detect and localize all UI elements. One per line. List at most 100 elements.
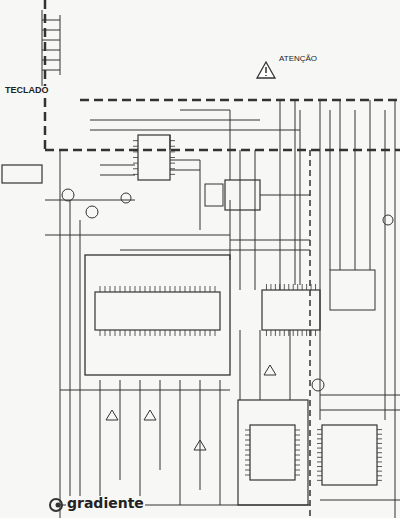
ic-pin (170, 140, 175, 141)
transistor-symbol (121, 193, 131, 203)
ic-pin (275, 330, 276, 336)
ic-pin (133, 168, 138, 169)
ic-pin (245, 470, 250, 471)
wire (45, 110, 400, 505)
ic-pin (110, 330, 111, 336)
ic-pin (279, 284, 280, 290)
ic-pin (302, 284, 303, 290)
ic-pin (245, 440, 250, 441)
ic-chip (262, 290, 320, 330)
transistor-symbol (62, 189, 74, 201)
ic-pin (306, 330, 307, 336)
ic-pin (295, 460, 300, 461)
ic-pin (185, 286, 186, 292)
ic-pin (288, 284, 289, 290)
ic-pin (100, 330, 101, 336)
ic-pin (155, 286, 156, 292)
ic-chip (250, 425, 295, 480)
ic-pin (295, 455, 300, 456)
ic-pin (270, 284, 271, 290)
ic-pin (215, 286, 216, 292)
warning-heading: ATENÇÃO (278, 55, 318, 64)
ic-pin (105, 330, 106, 336)
ic-pin (317, 461, 322, 462)
ic-pin (315, 330, 316, 336)
ic-chip (322, 425, 377, 485)
board-outline (238, 400, 308, 505)
ic-pin (317, 434, 322, 435)
warning-mark (265, 67, 267, 76)
ic-pin (295, 435, 300, 436)
section-label: TECLADO (4, 86, 50, 96)
ic-chip (330, 270, 375, 310)
logo-mark (50, 499, 62, 511)
ic-pin (170, 168, 175, 169)
ic-pin (170, 146, 175, 147)
ic-pin (170, 330, 171, 336)
ic-pin (125, 330, 126, 336)
ic-pin (200, 330, 201, 336)
ic-pin (245, 450, 250, 451)
ic-pin (377, 438, 382, 439)
ic-chip (205, 184, 223, 206)
brand-logo: gradiente (66, 496, 145, 511)
ic-pin (377, 471, 382, 472)
ic-pin (317, 466, 322, 467)
ic-pin (175, 330, 176, 336)
ic-pin (190, 286, 191, 292)
ic-pin (317, 475, 322, 476)
shield-border (80, 99, 400, 102)
board-outline (85, 255, 230, 375)
ic-pin (150, 286, 151, 292)
ic-pin (295, 445, 300, 446)
ic-pin (133, 151, 138, 152)
ic-pin (160, 286, 161, 292)
wire (60, 100, 395, 518)
ic-pin (293, 284, 294, 290)
ic-pin (105, 286, 106, 292)
ic-pin (140, 286, 141, 292)
ic-pin (245, 455, 250, 456)
ic-pin (377, 443, 382, 444)
ic-pin (140, 330, 141, 336)
ic-pin (275, 284, 276, 290)
ic-pin (180, 286, 181, 292)
ic-pin (317, 452, 322, 453)
ic-pin (175, 286, 176, 292)
ic-pin (306, 284, 307, 290)
ic-pin (160, 330, 161, 336)
ic-pin (245, 475, 250, 476)
ic-pin (317, 457, 322, 458)
ic-pin (170, 157, 175, 158)
ic-pin (133, 174, 138, 175)
shield-border (309, 150, 311, 518)
ic-pin (145, 330, 146, 336)
ic-pin (145, 286, 146, 292)
ic-pin (317, 471, 322, 472)
ic-pin (165, 330, 166, 336)
ic-pin (165, 286, 166, 292)
ic-pin (133, 163, 138, 164)
ic-pin (317, 429, 322, 430)
ic-pin (297, 330, 298, 336)
ic-pin (133, 140, 138, 141)
ic-pin (377, 429, 382, 430)
shield-border (45, 0, 400, 150)
ic-pin (295, 430, 300, 431)
ic-pin (210, 286, 211, 292)
ic-pin (377, 448, 382, 449)
ic-chip (138, 135, 170, 180)
ic-pin (200, 286, 201, 292)
ic-pin (317, 448, 322, 449)
ic-pin (377, 466, 382, 467)
ic-pin (180, 330, 181, 336)
ic-pin (110, 286, 111, 292)
ic-pin (190, 330, 191, 336)
ic-pin (311, 330, 312, 336)
ic-pin (270, 330, 271, 336)
ic-pin (185, 330, 186, 336)
ic-chip (95, 292, 220, 330)
ic-pin (135, 286, 136, 292)
warning-triangle (257, 62, 275, 78)
